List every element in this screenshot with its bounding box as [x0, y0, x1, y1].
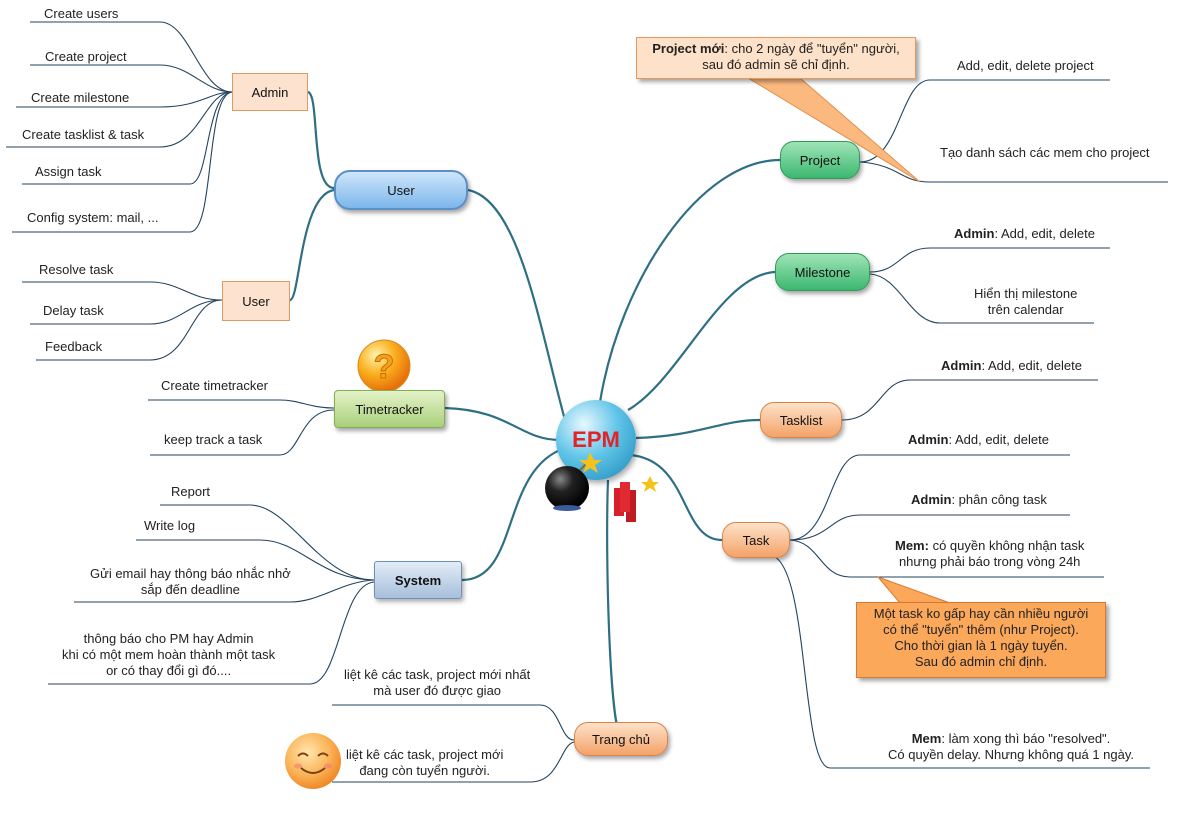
trang-chu-item-latest: liệt kê các task, project mới nhất mà us…: [344, 667, 531, 698]
milestone-node[interactable]: Milestone: [775, 253, 870, 291]
admin-label: Admin: [251, 84, 289, 100]
task-callout: Một task ko gấp hay cần nhiều người có t…: [856, 602, 1106, 678]
project-node[interactable]: Project: [780, 141, 860, 179]
project-label: Project: [799, 152, 841, 168]
timetracker-item-keep-track: keep track a task: [164, 432, 263, 447]
svg-text:?: ?: [374, 348, 395, 386]
system-item-write-log: Write log: [144, 518, 196, 533]
task-item-mem-resolved: Mem: làm xong thì báo "resolved". Có quy…: [888, 731, 1134, 763]
admin-item-config-system: Config system: mail, ...: [27, 210, 159, 225]
trang-chu-item-recruiting: liệt kê các task, project mới đang còn t…: [346, 747, 504, 778]
tasklist-node[interactable]: Tasklist: [760, 402, 842, 438]
admin-item-assign-task: Assign task: [35, 164, 102, 179]
admin-item-create-project: Create project: [45, 49, 127, 64]
trang-chu-node[interactable]: Trang chủ: [574, 722, 668, 756]
milestone-item-admin: Admin: Add, edit, delete: [954, 226, 1095, 242]
tasklist-item-admin-text: : Add, edit, delete: [981, 358, 1082, 373]
user-branch-label: User: [387, 182, 415, 198]
project-callout-bold: Project mới: [652, 41, 725, 56]
user-branch-node[interactable]: User: [334, 170, 468, 210]
milestone-item-admin-text: : Add, edit, delete: [994, 226, 1095, 241]
system-node[interactable]: System: [374, 561, 462, 599]
task-item-admin-crud: Admin: Add, edit, delete: [908, 432, 1049, 448]
center-label: EPM: [572, 427, 620, 452]
task-item-admin-crud-bold: Admin: [908, 432, 949, 447]
project-callout-text: : cho 2 ngày để "tuyển" người,: [724, 41, 900, 56]
task-item-admin-assign: Admin: phân công task: [911, 492, 1047, 508]
task-item-mem-decline: Mem: có quyền không nhận task nhưng phải…: [895, 538, 1084, 570]
system-item-notify-pm: thông báo cho PM hay Admin khi có một me…: [62, 631, 276, 678]
admin-item-create-tasklist: Create tasklist & task: [22, 127, 145, 142]
user-role-node[interactable]: User: [222, 281, 290, 321]
milestone-item-calendar: Hiển thị milestone trên calendar: [974, 286, 1078, 317]
task-item-mem-resolved-bold: Mem: [911, 731, 942, 746]
admin-node[interactable]: Admin: [232, 73, 308, 111]
milestone-item-admin-bold: Admin: [954, 226, 995, 241]
task-node[interactable]: Task: [722, 522, 790, 558]
task-item-admin-assign-text: : phân công task: [951, 492, 1047, 507]
user-item-feedback: Feedback: [45, 339, 103, 354]
task-item-admin-crud-text: : Add, edit, delete: [948, 432, 1049, 447]
smiley-icon: [285, 733, 341, 789]
task-item-mem-decline-bold: Mem:: [895, 538, 929, 553]
tasklist-item-admin-bold: Admin: [941, 358, 982, 373]
system-label: System: [394, 572, 442, 588]
project-item-add-edit-delete: Add, edit, delete project: [957, 58, 1094, 73]
bomb-icon: [545, 452, 659, 522]
question-ball-icon: ?: [357, 339, 411, 393]
timetracker-label: Timetracker: [355, 401, 424, 417]
task-label: Task: [742, 532, 770, 548]
system-item-email-reminder: Gửi email hay thông báo nhắc nhở sắp đến…: [90, 566, 291, 597]
trang-chu-label: Trang chủ: [591, 731, 651, 747]
task-item-mem-resolved-text: : làm xong thì báo "resolved". Có quyền …: [888, 731, 1135, 762]
timetracker-node[interactable]: Timetracker: [334, 390, 445, 428]
user-item-delay-task: Delay task: [43, 303, 104, 318]
system-item-report: Report: [171, 484, 211, 499]
user-role-label: User: [242, 293, 270, 309]
admin-item-create-users: Create users: [44, 6, 119, 21]
tasklist-item-admin: Admin: Add, edit, delete: [941, 358, 1082, 374]
admin-item-create-milestone: Create milestone: [31, 90, 130, 105]
project-callout: Project mới: cho 2 ngày để "tuyển" người…: [636, 37, 916, 79]
user-item-resolve-task: Resolve task: [39, 262, 114, 277]
project-item-member-list: Tạo danh sách các mem cho project: [940, 145, 1150, 160]
task-item-mem-decline-text: có quyền không nhận task nhưng phải báo …: [898, 538, 1085, 569]
project-callout-line2: sau đó admin sẽ chỉ định.: [702, 57, 850, 72]
tasklist-label: Tasklist: [779, 412, 823, 428]
milestone-label: Milestone: [794, 264, 851, 280]
task-item-admin-assign-bold: Admin: [911, 492, 952, 507]
timetracker-item-create: Create timetracker: [161, 378, 268, 393]
